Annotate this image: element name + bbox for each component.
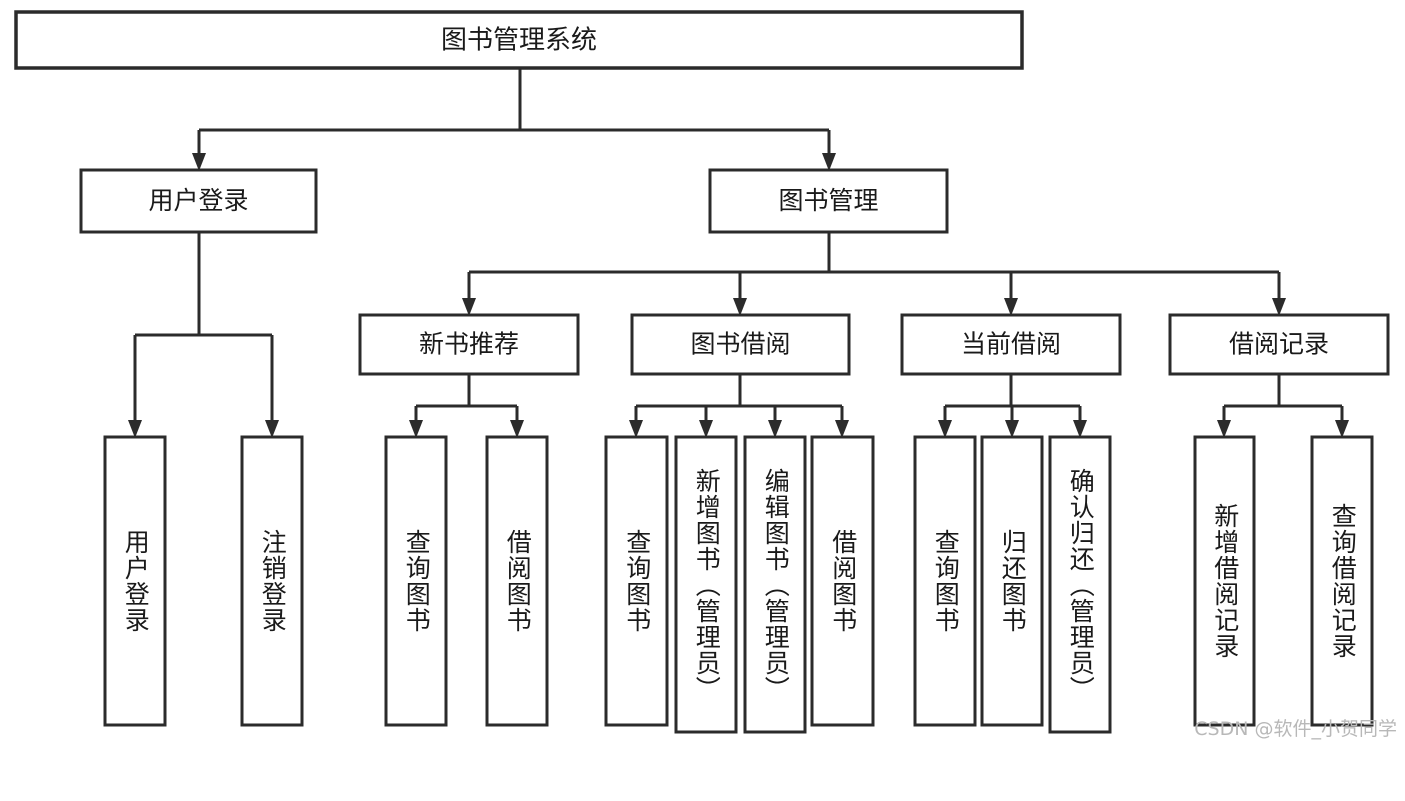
node-leaf-query-book-bor[interactable] (604, 435, 669, 727)
node-borrow-record[interactable]: 借阅记录 (1168, 313, 1390, 376)
node-current-borrow-label: 当前借阅 (961, 330, 1061, 359)
node-book-borrow-rect (630, 313, 851, 376)
connector-book_borrow_to_leaves (629, 374, 849, 438)
node-leaf-borrow-book-rec-rect (485, 435, 549, 727)
node-book-borrow-label: 图书借阅 (690, 330, 790, 359)
node-leaf-user-logout-rect (240, 435, 304, 727)
node-new-book-recommend[interactable]: 新书推荐 (358, 313, 580, 376)
node-root-label: 图书管理系统 (441, 26, 597, 56)
node-new-book-recommend-rect (358, 313, 580, 376)
node-leaf-return-book-rect (980, 435, 1044, 727)
node-current-borrow[interactable]: 当前借阅 (900, 313, 1122, 376)
node-leaf-confirm-return[interactable] (1048, 435, 1112, 734)
node-leaf-edit-book[interactable] (743, 435, 807, 734)
node-leaf-borrow-book-bor-rect (810, 435, 875, 727)
node-borrow-record-label: 借阅记录 (1229, 330, 1329, 359)
node-leaf-query-book-bor-rect (604, 435, 669, 727)
node-leaf-query-book-cur[interactable] (913, 435, 977, 727)
node-leaf-borrow-book-bor[interactable] (810, 435, 875, 727)
node-book-borrow[interactable]: 图书借阅 (630, 313, 851, 376)
node-book-manage-label: 图书管理 (778, 186, 878, 215)
connector-layer (128, 68, 1349, 438)
connector-current_borrow_to_leaves (938, 374, 1087, 438)
node-user-login-label: 用户登录 (148, 186, 248, 215)
node-leaf-user-login-rect (103, 435, 167, 727)
node-leaf-query-book-cur-rect (913, 435, 977, 727)
node-leaf-add-record[interactable] (1193, 435, 1256, 727)
connector-book_manage_to_level2 (462, 232, 1286, 316)
node-book-manage-rect (708, 168, 949, 234)
connector-root_to_level1 (192, 68, 836, 171)
node-new-book-recommend-label: 新书推荐 (419, 330, 519, 359)
diagram-canvas: 图书管理系统用户登录图书管理新书推荐图书借阅当前借阅借阅记录 用户登录注销登录查… (14, 10, 1397, 740)
node-leaf-query-record-rect (1310, 435, 1374, 727)
node-root-rect (14, 10, 1024, 70)
connector-user_login_to_leaves (128, 232, 279, 438)
node-leaf-query-book-rec-rect (384, 435, 448, 727)
node-leaf-borrow-book-rec[interactable] (485, 435, 549, 727)
node-leaf-add-record-rect (1193, 435, 1256, 727)
node-user-login[interactable]: 用户登录 (79, 168, 318, 234)
node-leaf-add-book[interactable] (674, 435, 738, 734)
node-leaf-user-login[interactable] (103, 435, 167, 727)
node-current-borrow-rect (900, 313, 1122, 376)
node-user-login-rect (79, 168, 318, 234)
connector-borrow_record_to_leaves (1217, 374, 1349, 438)
node-root[interactable]: 图书管理系统 (14, 10, 1024, 70)
node-leaf-add-book-rect (674, 435, 738, 734)
connector-new_book_recommend_to_leaves (409, 374, 524, 438)
node-borrow-record-rect (1168, 313, 1390, 376)
node-leaf-query-book-rec[interactable] (384, 435, 448, 727)
node-book-manage[interactable]: 图书管理 (708, 168, 949, 234)
node-leaf-query-record[interactable] (1310, 435, 1374, 727)
node-leaf-user-logout[interactable] (240, 435, 304, 727)
node-leaf-return-book[interactable] (980, 435, 1044, 727)
node-leaf-confirm-return-rect (1048, 435, 1112, 734)
node-leaf-edit-book-rect (743, 435, 807, 734)
